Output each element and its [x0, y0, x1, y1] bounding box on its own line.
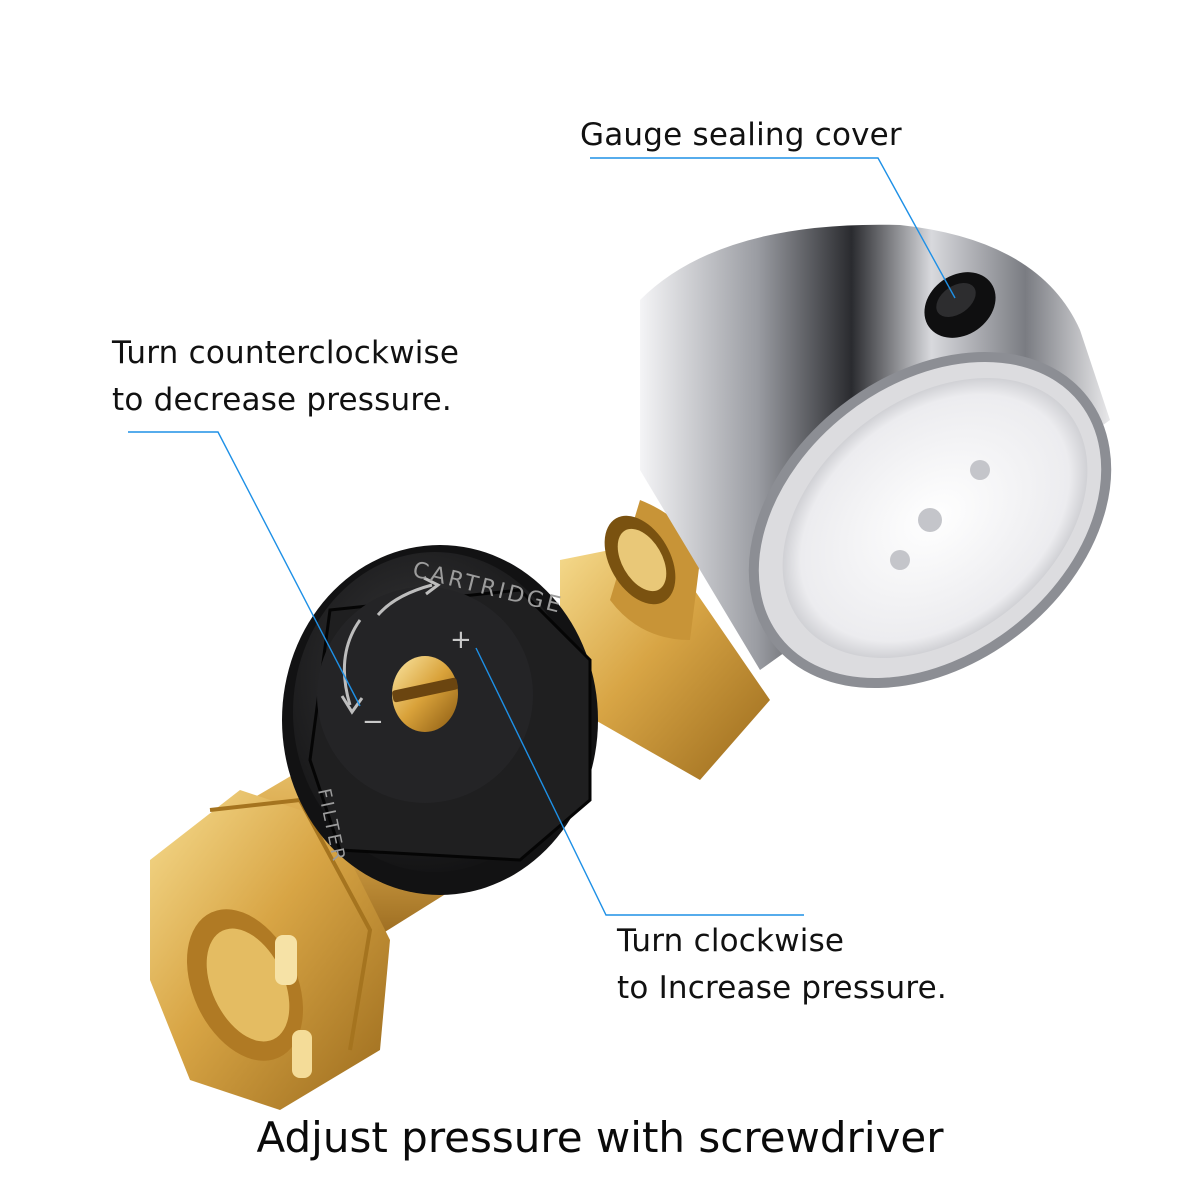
callout-counterclockwise: Turn counterclockwise to decrease pressu… [112, 330, 459, 424]
leader-lines [128, 157, 956, 916]
regulator-cap: + − CARTRIDGE FILTER [282, 545, 598, 895]
pressure-gauge [640, 224, 1112, 689]
leader-line-cw [475, 647, 804, 916]
svg-text:+: + [450, 625, 472, 655]
callout-gauge-sealing-cover: Gauge sealing cover [580, 112, 902, 159]
callout-clockwise: Turn clockwise to Increase pressure. [617, 918, 947, 1012]
callout-line: to decrease pressure. [112, 382, 452, 418]
svg-text:−: − [362, 707, 384, 737]
leader-line-ccw [128, 431, 361, 707]
callout-line: Gauge sealing cover [580, 117, 902, 153]
hex-coupling [150, 790, 390, 1110]
callout-line: Turn counterclockwise [112, 335, 460, 371]
callout-line: Turn clockwise [617, 923, 845, 959]
callout-line: to Increase pressure. [617, 970, 947, 1006]
image-caption: Adjust pressure with screwdriver [256, 1113, 944, 1162]
leader-line-gauge [590, 157, 956, 299]
